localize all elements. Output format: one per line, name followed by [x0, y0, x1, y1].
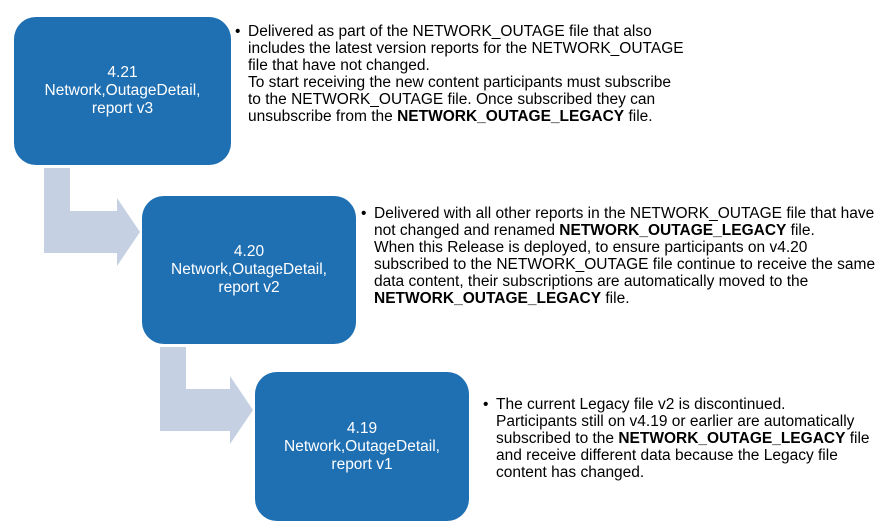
version-number: 4.19: [346, 419, 378, 437]
bullet: •: [235, 23, 241, 40]
description-4-21: • Delivered as part of the NETWORK_OUTAG…: [235, 23, 688, 125]
desc-text: Participants still on v4.19 or earlier a…: [496, 413, 855, 447]
arrow-v2-to-v1: [160, 347, 253, 444]
legacy-file-name: NETWORK_OUTAGE_LEGACY: [559, 222, 787, 239]
desc-text: The current Legacy file v2 is discontinu…: [496, 396, 786, 413]
report-version: report v2: [218, 279, 280, 296]
version-number: 4.21: [107, 64, 138, 81]
version-box-4-20: 4.20 Network,OutageDetail, report v2: [142, 196, 356, 344]
report-version: report v1: [331, 455, 393, 473]
arrow-v3-to-v2: [44, 168, 140, 266]
report-name: Network,OutageDetail,: [171, 261, 327, 278]
desc-text: file.: [628, 108, 653, 125]
description-4-20: • Delivered with all other reports in th…: [361, 205, 879, 307]
desc-text: file.: [790, 222, 815, 239]
desc-text: To start receiving the new content parti…: [248, 74, 672, 125]
desc-text: When this Release is deployed, to ensure…: [374, 239, 876, 290]
desc-text: Delivered as part of the NETWORK_OUTAGE …: [248, 23, 684, 74]
legacy-file-name: NETWORK_OUTAGE_LEGACY: [397, 108, 625, 125]
version-number: 4.20: [233, 243, 265, 260]
report-name: Network,OutageDetail,: [284, 437, 440, 455]
legacy-file-name: NETWORK_OUTAGE_LEGACY: [618, 430, 846, 447]
desc-text: file and receive different data because …: [496, 430, 870, 481]
description-4-19: • The current Legacy file v2 is disconti…: [483, 396, 888, 481]
report-version: report v3: [91, 100, 154, 117]
desc-text: Delivered with all other reports in the …: [374, 205, 875, 239]
version-box-4-19: 4.19 Network,OutageDetail, report v1: [255, 372, 469, 521]
desc-text: file.: [605, 290, 630, 307]
bullet: •: [483, 396, 489, 413]
legacy-file-name: NETWORK_OUTAGE_LEGACY: [374, 290, 602, 307]
version-box-4-21: 4.21 Network,OutageDetail, report v3: [14, 17, 231, 165]
bullet: •: [361, 205, 367, 222]
report-name: Network,OutageDetail,: [44, 82, 201, 99]
